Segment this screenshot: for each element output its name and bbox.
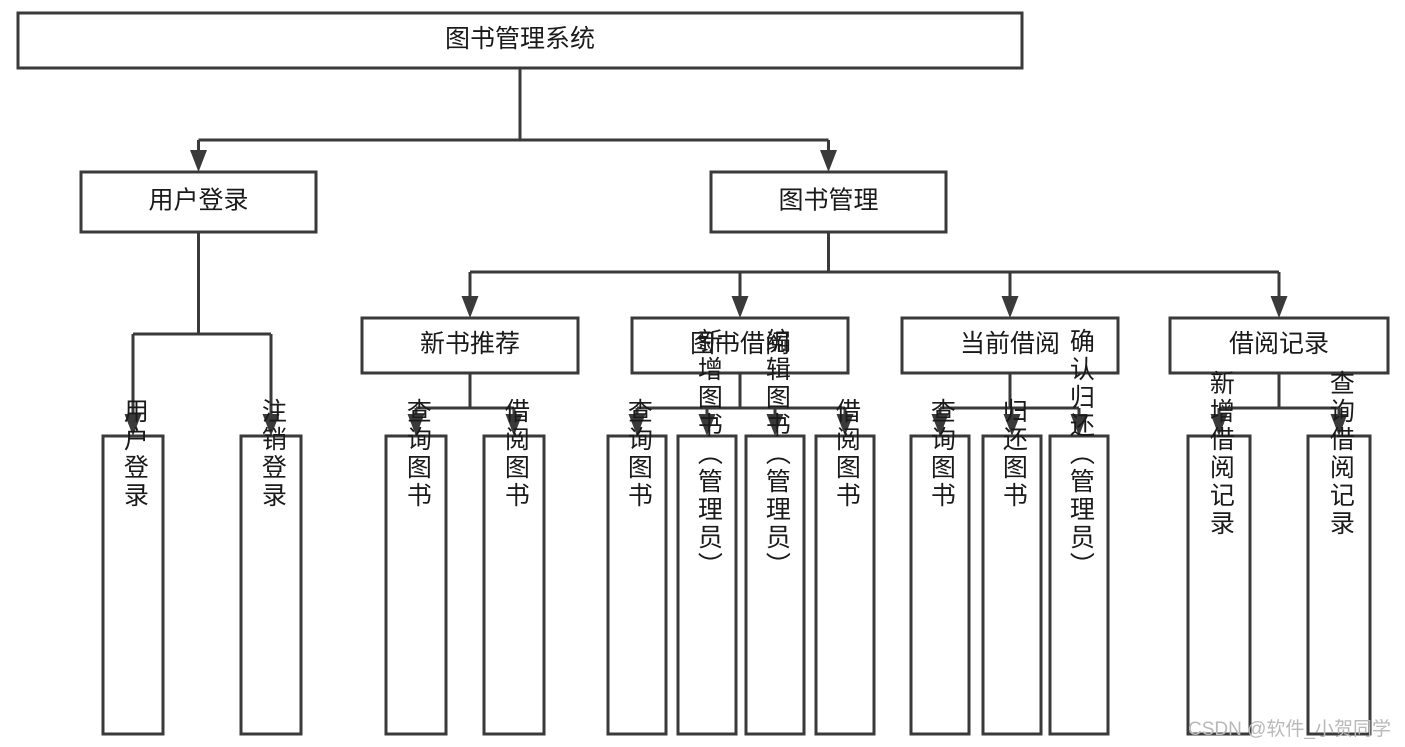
node-user-login-label: 用户登录 [148, 187, 248, 215]
arrow-head-icon [731, 296, 749, 318]
node-leaf-query-book-1-label: 查询图书 [403, 398, 432, 510]
node-leaf-user-logout[interactable]: 注销登录 [239, 398, 303, 736]
node-borrow-record[interactable]: 借阅记录 [1168, 316, 1390, 375]
node-leaf-confirm-return-label: 确认归还（管理员） [1066, 328, 1095, 580]
node-book-manage[interactable]: 图书管理 [709, 170, 948, 234]
node-leaf-query-book-3-label: 查询图书 [927, 398, 956, 510]
node-current-borrow[interactable]: 当前借阅 [900, 316, 1120, 375]
node-leaf-user-login-label: 用户登录 [120, 398, 149, 510]
node-leaf-user-login-box [101, 434, 165, 736]
node-leaf-query-record-label: 查询借阅记录 [1326, 370, 1355, 538]
node-leaf-return-book-label: 归还图书 [999, 398, 1028, 510]
node-leaf-confirm-return[interactable]: 确认归还（管理员） [1048, 328, 1110, 736]
arrow-head-icon [124, 414, 142, 436]
node-user-login-box [79, 170, 318, 234]
node-leaf-user-logout-box [239, 434, 303, 736]
node-root-system[interactable]: 图书管理系统 [16, 11, 1024, 70]
csdn-watermark: CSDN @软件_小贺同学 [1188, 719, 1391, 740]
arrow-head-icon [1210, 414, 1228, 436]
node-book-borrow-box [630, 316, 850, 375]
node-new-book-recommend-box [360, 316, 580, 375]
node-leaf-query-book-2[interactable]: 查询图书 [606, 398, 668, 736]
arrow-head-icon [628, 414, 646, 436]
node-book-borrow[interactable]: 图书借阅 [630, 316, 850, 375]
node-leaf-query-record[interactable]: 查询借阅记录 [1306, 370, 1372, 736]
node-leaf-edit-book[interactable]: 编辑图书（管理员） [744, 328, 806, 736]
arrow-head-icon [1330, 414, 1348, 436]
arrow-head-icon [1001, 296, 1019, 318]
arrow-head-icon [262, 414, 280, 436]
node-leaf-borrow-book-1-label: 借阅图书 [501, 398, 530, 510]
node-leaf-borrow-book-2[interactable]: 借阅图书 [814, 398, 876, 736]
node-new-book-recommend[interactable]: 新书推荐 [360, 316, 580, 375]
node-leaf-edit-book-box [744, 434, 806, 736]
node-leaf-add-book-box [676, 434, 738, 736]
node-root-system-box [16, 11, 1024, 70]
arrow-head-icon [190, 150, 207, 172]
node-book-manage-box [709, 170, 948, 234]
node-leaf-return-book[interactable]: 归还图书 [981, 398, 1043, 736]
node-leaf-add-book-label: 新增图书（管理员） [694, 328, 723, 580]
node-current-borrow-label: 当前借阅 [960, 330, 1060, 358]
node-leaf-edit-book-label: 编辑图书（管理员） [762, 328, 791, 580]
arrow-head-icon [836, 414, 854, 436]
node-new-book-recommend-label: 新书推荐 [420, 330, 520, 358]
node-borrow-record-label: 借阅记录 [1229, 330, 1329, 358]
node-leaf-add-book[interactable]: 新增图书（管理员） [676, 328, 738, 736]
arrow-head-icon [1270, 296, 1288, 318]
node-book-borrow-label: 图书借阅 [690, 330, 790, 358]
arrow-head-icon [461, 296, 479, 318]
node-layer: 图书管理系统用户登录图书管理新书推荐图书借阅当前借阅借阅记录用户登录注销登录查询… [16, 11, 1390, 736]
arrow-head-icon [698, 414, 716, 436]
node-leaf-return-book-box [981, 434, 1043, 736]
node-leaf-borrow-book-1[interactable]: 借阅图书 [482, 398, 546, 736]
node-leaf-add-record[interactable]: 新增借阅记录 [1186, 370, 1252, 736]
arrow-head-icon [820, 150, 837, 172]
node-leaf-query-book-1[interactable]: 查询图书 [384, 398, 448, 736]
node-leaf-user-logout-label: 注销登录 [258, 398, 287, 510]
node-leaf-borrow-book-1-box [482, 434, 546, 736]
node-leaf-borrow-book-2-box [814, 434, 876, 736]
arrow-head-icon [931, 414, 949, 436]
arrow-head-icon [1070, 414, 1088, 436]
node-leaf-confirm-return-box [1048, 434, 1110, 736]
arrow-head-icon [766, 414, 784, 436]
node-root-system-label: 图书管理系统 [445, 25, 595, 53]
node-leaf-add-record-label: 新增借阅记录 [1206, 370, 1235, 538]
node-leaf-query-record-box [1306, 434, 1372, 736]
node-leaf-borrow-book-2-label: 借阅图书 [832, 398, 861, 510]
arrow-head-icon [407, 414, 425, 436]
connector-layer [124, 68, 1348, 436]
node-current-borrow-box [900, 316, 1120, 375]
node-leaf-query-book-2-box [606, 434, 668, 736]
node-leaf-add-record-box [1186, 434, 1252, 736]
node-book-manage-label: 图书管理 [778, 187, 878, 215]
node-leaf-query-book-1-box [384, 434, 448, 736]
node-borrow-record-box [1168, 316, 1390, 375]
node-leaf-user-login[interactable]: 用户登录 [101, 398, 165, 736]
arrow-head-icon [505, 414, 523, 436]
node-leaf-query-book-3-box [909, 434, 971, 736]
node-user-login[interactable]: 用户登录 [79, 170, 318, 234]
arrow-head-icon [1003, 414, 1021, 436]
node-leaf-query-book-3[interactable]: 查询图书 [909, 398, 971, 736]
node-leaf-query-book-2-label: 查询图书 [624, 398, 653, 510]
